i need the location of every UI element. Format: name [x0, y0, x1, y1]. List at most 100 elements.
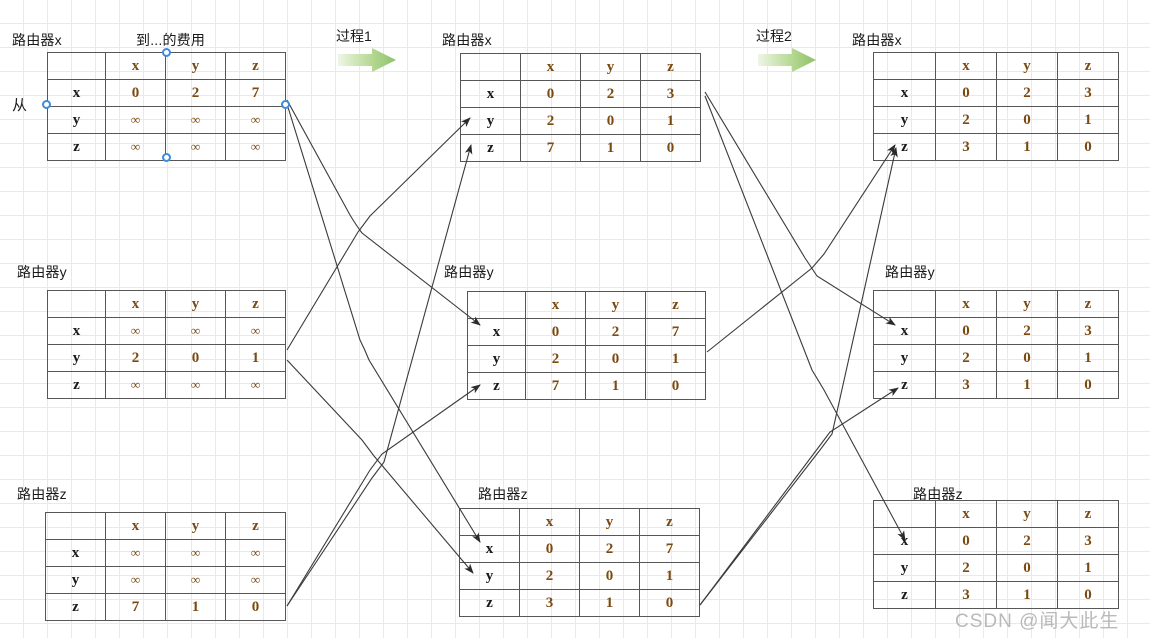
table-title-round1-y: 路由器y [444, 264, 494, 280]
row-label: x [459, 535, 520, 563]
row-label: x [873, 527, 936, 555]
cell: ∞ [105, 133, 166, 161]
selection-handle-top[interactable] [162, 48, 171, 57]
cell: 2 [580, 80, 641, 108]
cell: ∞ [105, 106, 166, 134]
arrow-y-to-x1 [286, 117, 471, 351]
col-header-x: x [105, 290, 166, 318]
col-header-x: x [520, 53, 581, 81]
col-header-z: z [225, 52, 286, 80]
cell: ∞ [165, 566, 226, 594]
arrow-y-to-z1 [286, 359, 474, 574]
cell: 3 [640, 80, 701, 108]
row-label: y [45, 566, 106, 594]
table-title-round1-z: 路由器z [478, 486, 528, 502]
selection-handle-right[interactable] [281, 100, 290, 109]
table-row: z 3 1 0 [873, 133, 1119, 161]
col-header-x: x [935, 500, 997, 528]
table-row: z 3 1 0 [873, 371, 1119, 399]
cell: 0 [585, 345, 646, 373]
cell: 2 [996, 527, 1058, 555]
row-label: y [873, 554, 936, 582]
corner-cell [467, 291, 526, 319]
cell: 0 [645, 372, 706, 400]
cell: 0 [935, 317, 997, 345]
cell: 1 [996, 581, 1058, 609]
row-label: x [467, 318, 526, 346]
cell: ∞ [165, 317, 226, 345]
dv-table-round2-z: x y z x 0 2 3 y 2 0 1 z 3 1 0 [873, 500, 1119, 609]
col-header-y: y [996, 500, 1058, 528]
cell: 0 [935, 79, 997, 107]
cell: 3 [1057, 79, 1119, 107]
process-1-marker: 过程1 [336, 26, 398, 78]
col-header-y: y [579, 508, 640, 536]
row-label: z [47, 133, 106, 161]
cell: 1 [580, 134, 641, 162]
cell: ∞ [105, 566, 166, 594]
cell: 1 [165, 593, 226, 621]
row-label: z [467, 372, 526, 400]
col-header-x: x [105, 52, 166, 80]
dv-table-round1-z: x y z x 0 2 7 y 2 0 1 z 3 1 0 [459, 508, 700, 617]
cell: ∞ [165, 106, 226, 134]
cell: 3 [1057, 317, 1119, 345]
selection-handle-left[interactable] [42, 100, 51, 109]
col-header-z: z [1057, 500, 1119, 528]
col-header-z: z [640, 53, 701, 81]
process-1-label: 过程1 [336, 28, 372, 44]
cell: 1 [1057, 106, 1119, 134]
cell: 2 [585, 318, 646, 346]
cell: 3 [935, 581, 997, 609]
table-row: y 2 0 1 [873, 554, 1119, 582]
cell: 2 [935, 344, 997, 372]
table-row: x y z [460, 53, 701, 81]
col-header-x: x [935, 52, 997, 80]
table-row: x y z [873, 500, 1119, 528]
arrow-y1-to-x2 [706, 144, 896, 353]
row-label: y [460, 107, 521, 135]
cell: 3 [1057, 527, 1119, 555]
table-row: z 3 1 0 [873, 581, 1119, 609]
process-2-marker: 过程2 [756, 26, 818, 78]
table-title-round1-x: 路由器x [442, 32, 492, 48]
arrow-x1-to-y2 [704, 91, 896, 326]
table-row: x 0 2 3 [873, 79, 1119, 107]
cell: 0 [579, 562, 640, 590]
table-row: y 2 0 1 [873, 344, 1119, 372]
row-label: y [873, 344, 936, 372]
corner-cell [47, 52, 106, 80]
table-row: x y z [467, 291, 706, 319]
table-row: x y z [45, 512, 286, 540]
cell: ∞ [225, 566, 286, 594]
cell: 0 [165, 344, 226, 372]
cell: 1 [645, 345, 706, 373]
row-label: y [467, 345, 526, 373]
row-label: y [459, 562, 520, 590]
cell: 2 [165, 79, 226, 107]
cell: 0 [519, 535, 580, 563]
col-header-y: y [580, 53, 641, 81]
cell: 0 [935, 527, 997, 555]
col-header-z: z [645, 291, 706, 319]
cell: ∞ [165, 371, 226, 399]
selection-handle-bottom[interactable] [162, 153, 171, 162]
cell: 0 [640, 134, 701, 162]
dv-table-initial-z: x y z x ∞ ∞ ∞ y ∞ ∞ ∞ z 7 1 0 [45, 512, 286, 621]
table-row: x 0 2 7 [47, 79, 286, 107]
row-label: z [873, 581, 936, 609]
table-title-round2-y: 路由器y [885, 264, 935, 280]
col-header-x: x [105, 512, 166, 540]
row-label: x [45, 539, 106, 567]
row-label: z [873, 133, 936, 161]
corner-cell [460, 53, 521, 81]
cell: 2 [935, 554, 997, 582]
cell: 2 [935, 106, 997, 134]
row-label: x [47, 317, 106, 345]
col-header-y: y [165, 512, 226, 540]
cell: 1 [996, 133, 1058, 161]
row-label: x [460, 80, 521, 108]
col-header-x: x [519, 508, 580, 536]
table-title-round2-x: 路由器x [852, 32, 902, 48]
cell: 2 [525, 345, 586, 373]
